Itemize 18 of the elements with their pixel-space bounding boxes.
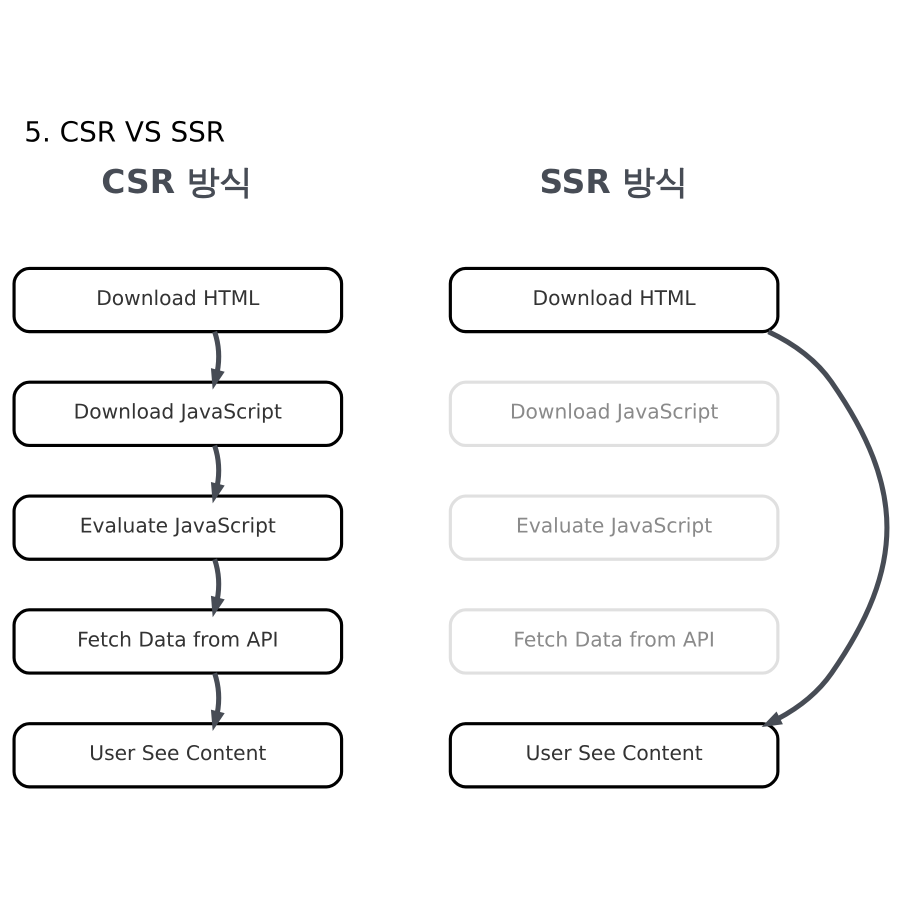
label: SSR 방식: [538, 161, 688, 200]
node-box: Download JavaScript: [448, 380, 779, 447]
arrow: [210, 444, 224, 503]
node-box: Download JavaScript: [12, 380, 343, 447]
arrow: [210, 330, 224, 390]
diagram-title: 5. CSR VS SSR: [24, 114, 225, 148]
node-box: Evaluate JavaScript: [448, 494, 779, 560]
node-box: Fetch Data from API: [12, 608, 343, 674]
label: CSR 방식: [100, 161, 252, 200]
node-box: Download HTML: [448, 266, 779, 333]
node-box: User See Content: [12, 722, 343, 788]
node-box: User See Content: [448, 722, 779, 788]
arrow: [210, 558, 224, 617]
node-box: Evaluate JavaScript: [12, 494, 343, 560]
node-box: Fetch Data from API: [448, 608, 779, 674]
node-box: Download HTML: [12, 266, 343, 333]
arrow: [210, 672, 224, 731]
arrow: [761, 328, 889, 726]
